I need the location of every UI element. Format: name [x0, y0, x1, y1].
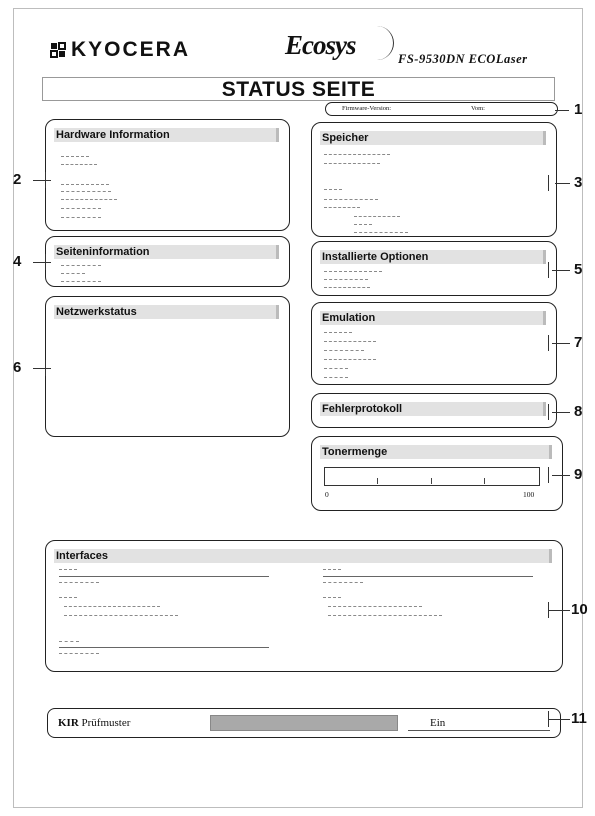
kir-underline	[408, 730, 550, 731]
callout-11: 11	[571, 710, 587, 727]
callout-4: 4	[13, 253, 22, 270]
kir-pattern-bar	[210, 715, 398, 731]
firmware-box: Firmware-Version: Vom:	[325, 102, 558, 116]
toner-level-box: Tonermenge 0 100	[311, 436, 563, 511]
page-info-box: Seiteninformation	[45, 236, 290, 287]
toner-gauge	[324, 467, 540, 486]
kir-value: Ein	[430, 717, 446, 729]
installed-options-box: Installierte Optionen	[311, 241, 557, 296]
firmware-version-label: Firmware-Version:	[342, 105, 392, 112]
callout-9: 9	[574, 466, 583, 483]
interfaces-heading: Interfaces	[54, 549, 552, 563]
hardware-info-heading: Hardware Information	[54, 128, 279, 142]
toner-scale-min: 0	[325, 490, 329, 499]
kir-label: KIR Prüfmuster	[58, 717, 131, 729]
emulation-heading: Emulation	[320, 311, 546, 325]
callout-6: 6	[13, 359, 22, 376]
toner-level-heading: Tonermenge	[320, 445, 552, 459]
callout-5: 5	[574, 261, 583, 278]
network-status-box: Netzwerkstatus	[45, 296, 290, 437]
kyocera-logo: KYOCERA	[50, 38, 190, 62]
callout-8: 8	[574, 403, 583, 420]
callout-1: 1	[574, 101, 583, 118]
callout-10: 10	[571, 601, 588, 618]
hardware-info-box: Hardware Information	[45, 119, 290, 231]
interfaces-box: Interfaces	[45, 540, 563, 672]
kyocera-mark-icon	[50, 42, 66, 58]
network-status-heading: Netzwerkstatus	[54, 305, 279, 319]
kir-box: KIR Prüfmuster Ein	[47, 708, 561, 738]
memory-heading: Speicher	[320, 131, 546, 145]
callout-7: 7	[574, 334, 583, 351]
firmware-date-label: Vom:	[471, 105, 485, 112]
installed-options-heading: Installierte Optionen	[320, 250, 546, 264]
error-log-box: Fehlerprotokoll	[311, 393, 557, 428]
callout-3: 3	[574, 174, 583, 191]
model-name: FS-9530DN ECOLaser	[398, 52, 528, 66]
memory-box: Speicher	[311, 122, 557, 237]
ecosys-logo: Ecosys	[285, 30, 356, 60]
callout-2: 2	[13, 171, 22, 188]
page-info-heading: Seiteninformation	[54, 245, 279, 259]
emulation-box: Emulation	[311, 302, 557, 385]
page-title: STATUS SEITE	[42, 77, 555, 101]
toner-scale-max: 100	[523, 490, 535, 499]
error-log-heading: Fehlerprotokoll	[320, 402, 546, 416]
